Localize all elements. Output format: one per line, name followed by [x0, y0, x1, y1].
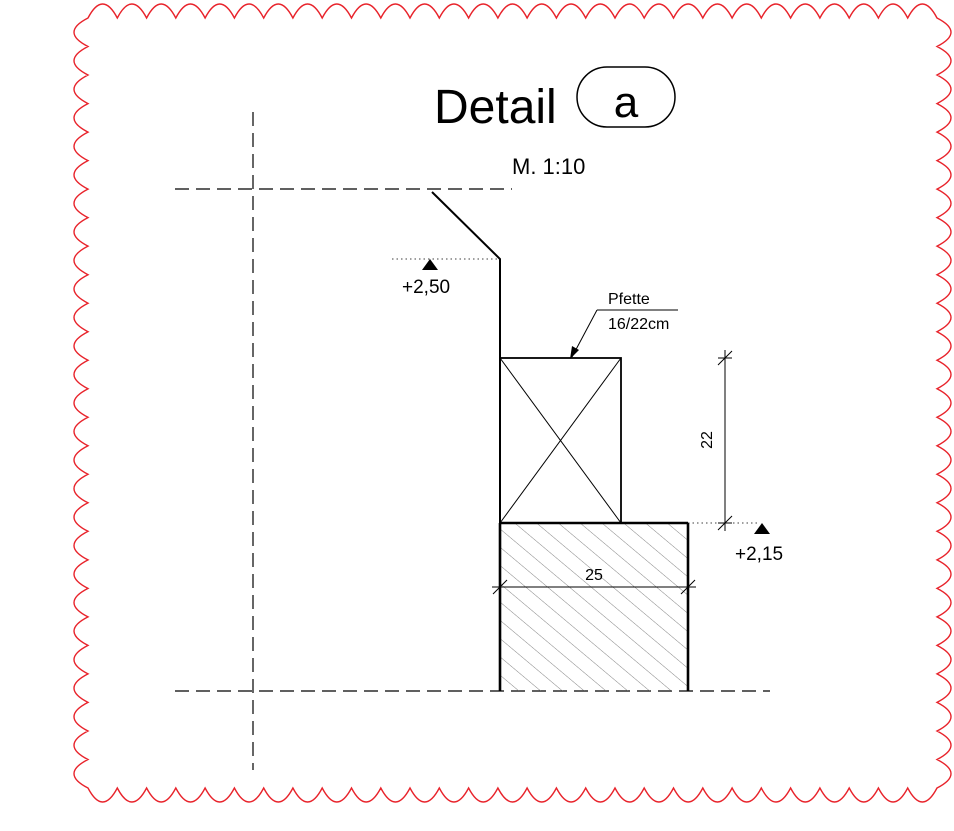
detail-marker-letter: a: [614, 78, 639, 127]
leader-arrow-icon: [570, 346, 579, 359]
beam-size-label: 16/22cm: [608, 316, 669, 333]
dimension-width-label: 25: [585, 567, 603, 584]
beam-pfette: [499, 357, 622, 524]
level-marker-250: +2,50: [402, 259, 450, 298]
beam-name-label: Pfette: [608, 291, 650, 308]
level-marker-215: +2,15: [735, 523, 783, 565]
beam-annotation: Pfette 16/22cm: [570, 291, 678, 359]
dimension-width: 25: [492, 567, 696, 595]
dimension-height-label: 22: [699, 431, 716, 449]
level-triangle-icon: [754, 523, 770, 534]
detail-title-text: Detail: [434, 81, 557, 134]
revision-cloud-border: [73, 3, 952, 803]
wall-section: [498, 521, 690, 691]
detail-title: Detail a M. 1:10: [434, 66, 676, 179]
dimension-height: 22: [699, 350, 733, 531]
level-label-250: +2,50: [402, 277, 450, 298]
detail-scale-text: M. 1:10: [512, 154, 585, 179]
roof-outline: [431, 191, 501, 523]
level-triangle-icon: [422, 259, 438, 270]
level-label-215: +2,15: [735, 544, 783, 565]
detail-marker-bubble: [576, 66, 676, 128]
